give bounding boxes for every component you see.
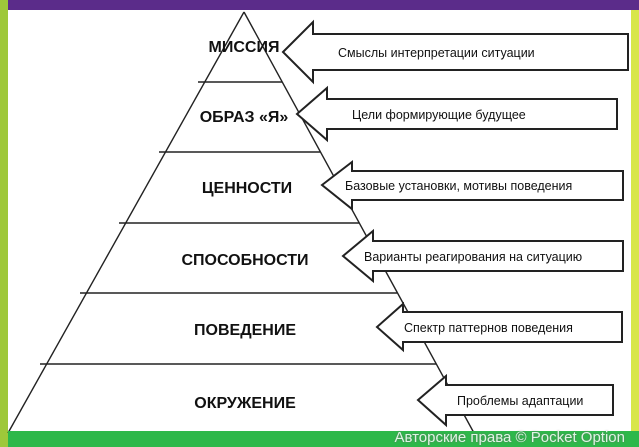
arrow-callout-1 bbox=[281, 19, 629, 85]
frame-right-bar bbox=[631, 10, 639, 431]
frame-bottom-bar bbox=[8, 431, 639, 447]
arrow-callout-5 bbox=[375, 301, 623, 353]
frame-left-bar bbox=[0, 0, 8, 447]
arrow-text-3: Базовые установки, мотивы поведения bbox=[345, 179, 572, 193]
level-label-self-image: ОБРАЗ «Я» bbox=[200, 109, 289, 126]
arrow-text-1: Смыслы интерпретации ситуации bbox=[338, 46, 535, 60]
arrow-callout-4 bbox=[341, 228, 624, 284]
arrow-text-2: Цели формирующие будущее bbox=[352, 108, 526, 122]
level-label-mission: МИССИЯ bbox=[209, 39, 280, 56]
level-label-environment: ОКРУЖЕНИЕ bbox=[194, 395, 296, 412]
copyright-watermark: Авторские права © Pocket Option bbox=[394, 429, 625, 446]
level-label-values: ЦЕННОСТИ bbox=[202, 180, 292, 197]
level-label-abilities: СПОСОБНОСТИ bbox=[181, 252, 308, 269]
level-label-behavior: ПОВЕДЕНИЕ bbox=[194, 322, 296, 339]
arrow-callout-6 bbox=[416, 373, 614, 428]
frame-top-bar bbox=[8, 0, 639, 10]
arrow-text-6: Проблемы адаптации bbox=[457, 394, 583, 408]
arrow-text-5: Спектр паттернов поведения bbox=[404, 321, 573, 335]
arrow-callout-3 bbox=[320, 159, 624, 212]
arrow-callout-2 bbox=[295, 85, 618, 143]
arrow-text-4: Варианты реагирования на ситуацию bbox=[364, 250, 582, 264]
